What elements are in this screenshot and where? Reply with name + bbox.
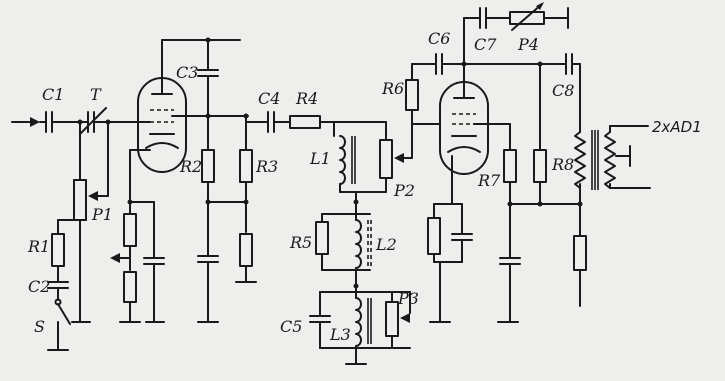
label-p1: P1 <box>91 205 113 224</box>
input-arrow <box>11 117 47 127</box>
label-r2: R2 <box>179 157 202 176</box>
inductor-l3 <box>355 297 372 347</box>
switch-s <box>57 303 71 325</box>
label-r1: R1 <box>27 237 50 256</box>
label-c8: C8 <box>552 81 574 100</box>
resistor-r5 <box>315 221 329 255</box>
label-r4: R4 <box>295 89 318 108</box>
resistor-r4 <box>289 115 321 129</box>
resistor-r3 <box>239 149 253 183</box>
label-c2: C2 <box>28 277 50 296</box>
grid-resistor <box>239 233 253 267</box>
label-r5: R5 <box>289 233 312 252</box>
label-r6: R6 <box>381 79 404 98</box>
label-l3: L3 <box>329 325 351 344</box>
cathode-resistor-2 <box>123 271 137 303</box>
label-r7: R7 <box>477 171 501 190</box>
resistor-r1 <box>51 233 65 267</box>
label-r3: R3 <box>255 157 278 176</box>
resistor-r8 <box>533 149 547 183</box>
resistor-r7 <box>503 149 517 183</box>
cathode-resistor-tube2 <box>427 217 441 255</box>
label-p3: P3 <box>397 289 419 308</box>
label-t: T <box>90 85 102 104</box>
vacuum-tube-1 <box>137 61 187 173</box>
inductor-l1 <box>339 135 356 185</box>
output-transformer <box>574 130 616 190</box>
cathode-resistor-1 <box>123 213 137 247</box>
label-c3: C3 <box>176 63 198 82</box>
label-l2: L2 <box>375 235 397 254</box>
variable-resistor-p4 <box>509 2 545 31</box>
label-s: S <box>34 317 45 336</box>
label-c7: C7 <box>474 35 497 54</box>
label-l1: L1 <box>309 149 331 168</box>
label-c1: C1 <box>42 85 64 104</box>
label-p4: P4 <box>517 35 539 54</box>
vacuum-tube-2 <box>439 81 489 175</box>
inductor-l2 <box>355 219 372 269</box>
label-c6: C6 <box>428 29 450 48</box>
label-c5: C5 <box>280 317 302 336</box>
label-c4: C4 <box>258 89 280 108</box>
resistor-r2 <box>201 149 215 183</box>
load-resistor <box>573 235 587 271</box>
label-p2: P2 <box>393 181 415 200</box>
label-r8: R8 <box>551 155 574 174</box>
resistor-r6 <box>405 79 419 111</box>
label-output: 2xAD1 <box>652 118 702 136</box>
potentiometer-p2 <box>379 139 404 179</box>
